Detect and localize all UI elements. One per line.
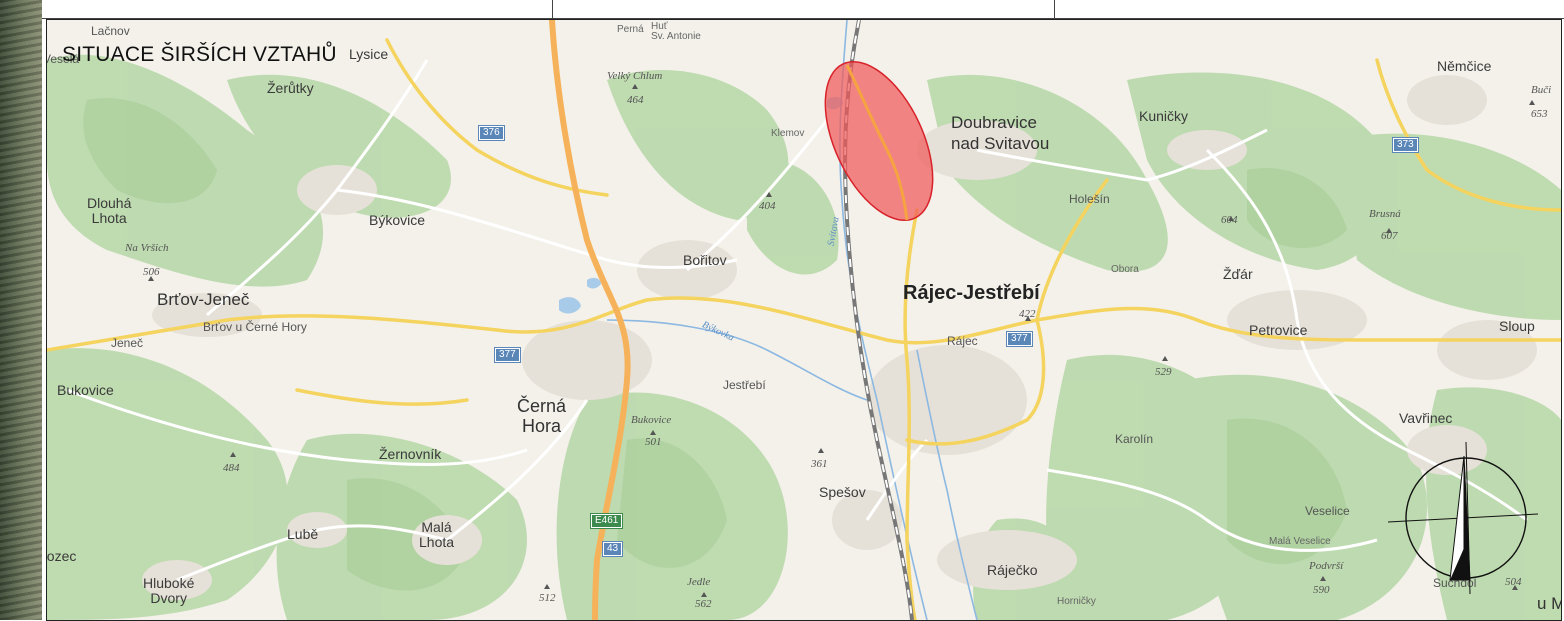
place-label: Obora (1111, 264, 1139, 275)
place-label: Karolín (1115, 432, 1154, 446)
peak-elevation: 504 (1505, 576, 1522, 588)
place-label: Brťov-Jeneč (157, 290, 250, 309)
place-label: Bořitov (683, 252, 727, 268)
place-label: Sloup (1499, 318, 1535, 334)
peak-elevation: 653 (1531, 108, 1548, 120)
road-shield: 373 (1392, 137, 1419, 153)
peak-name: Bukovice (631, 414, 672, 426)
place-label: Spešov (819, 484, 866, 500)
map-title: SITUACE ŠIRŠÍCH VZTAHŮ (62, 43, 337, 66)
peak-elevation: 506 (143, 266, 160, 278)
place-label: Perná (617, 24, 644, 35)
road-shield: 376 (478, 125, 505, 141)
place-label: Lysice (349, 46, 389, 62)
place-label: Rájec (947, 334, 978, 348)
place-label: Holešín (1069, 192, 1110, 206)
place-label: Ráječko (987, 562, 1038, 578)
place-label: Horničky (1057, 596, 1096, 607)
highlighted-area (824, 61, 934, 221)
peak-elevation: 404 (759, 200, 776, 212)
peak-elevation: 529 (1155, 366, 1172, 378)
place-label: Žernovník (379, 446, 442, 462)
peak-name: Brusná (1369, 208, 1401, 220)
highlighted-road (845, 64, 909, 221)
place-label: Malá Veselice (1269, 536, 1331, 547)
place-label: Jestřebí (723, 378, 766, 392)
adjacent-aerial-image (0, 0, 42, 620)
place-label: Klemov (771, 128, 805, 139)
place-label: u M (1537, 594, 1561, 613)
place-label: Petrovice (1249, 322, 1308, 338)
peak-elevation: 590 (1313, 584, 1330, 596)
place-label: Dlouhá Lhota (87, 195, 132, 226)
frame-divider (1054, 0, 1055, 18)
peak-elevation: 361 (811, 458, 828, 470)
place-label: Veselá (46, 52, 80, 66)
peak-elevation: 512 (539, 592, 556, 604)
place-label: Lubě (287, 526, 319, 542)
road-shield: 377 (494, 347, 521, 363)
peak-elevation: 422 (1019, 308, 1036, 320)
peak-elevation: 484 (223, 462, 240, 474)
map-canvas (47, 20, 1561, 620)
road-shield: 43 (601, 541, 624, 557)
motorway-e461 (549, 20, 631, 620)
map-viewport[interactable]: Lačnov Veselá Lysice Žerůtky Dlouhá Lhot… (46, 19, 1562, 621)
place-label: Kuničky (1139, 108, 1189, 124)
peak-elevation: 562 (695, 598, 712, 610)
peak-name: Podvrší (1309, 560, 1344, 572)
place-label: Žďár (1223, 266, 1253, 282)
settlement-areas (142, 75, 1537, 600)
place-label: Lačnov (91, 24, 130, 38)
place-label: Doubravice nad Svitavou (951, 113, 1050, 153)
north-arrow-icon (1388, 441, 1538, 595)
road-shield-european: E461 (589, 513, 624, 529)
peak-name: Na Vršich (125, 242, 169, 254)
place-label: nozec (46, 548, 77, 564)
place-label: Malá Lhota (419, 519, 455, 550)
peak-elevation: 604 (1221, 214, 1238, 226)
peak-elevation: 501 (645, 436, 662, 448)
place-label-major: Rájec-Jestřebí (903, 282, 1040, 304)
place-label: Brťov u Černé Hory (203, 320, 307, 334)
title-block-frame (42, 0, 1564, 19)
peak-name: Velký Chlum (607, 70, 663, 82)
place-label: Černá Hora (517, 396, 567, 436)
peak-markers (148, 84, 1535, 597)
place-label: Hluboké Dvory (143, 575, 195, 606)
peak-elevation: 464 (627, 94, 644, 106)
place-label: Vavřinec (1399, 410, 1453, 426)
peak-name: Buči (1531, 84, 1552, 96)
place-label: Býkovice (369, 212, 426, 228)
place-label: Bukovice (57, 382, 114, 398)
peak-name: Jedle (687, 576, 711, 588)
place-label: Žerůtky (267, 80, 314, 96)
place-label: Jeneč (111, 336, 144, 350)
place-label: Huť Sv. Antonie (651, 21, 701, 42)
place-label: Veselice (1305, 504, 1350, 518)
minor-roads (66, 59, 1528, 582)
frame-divider (552, 0, 553, 18)
road-shield: 377 (1006, 331, 1033, 347)
peak-elevation: 607 (1381, 230, 1398, 242)
place-label: Němčice (1437, 58, 1492, 74)
